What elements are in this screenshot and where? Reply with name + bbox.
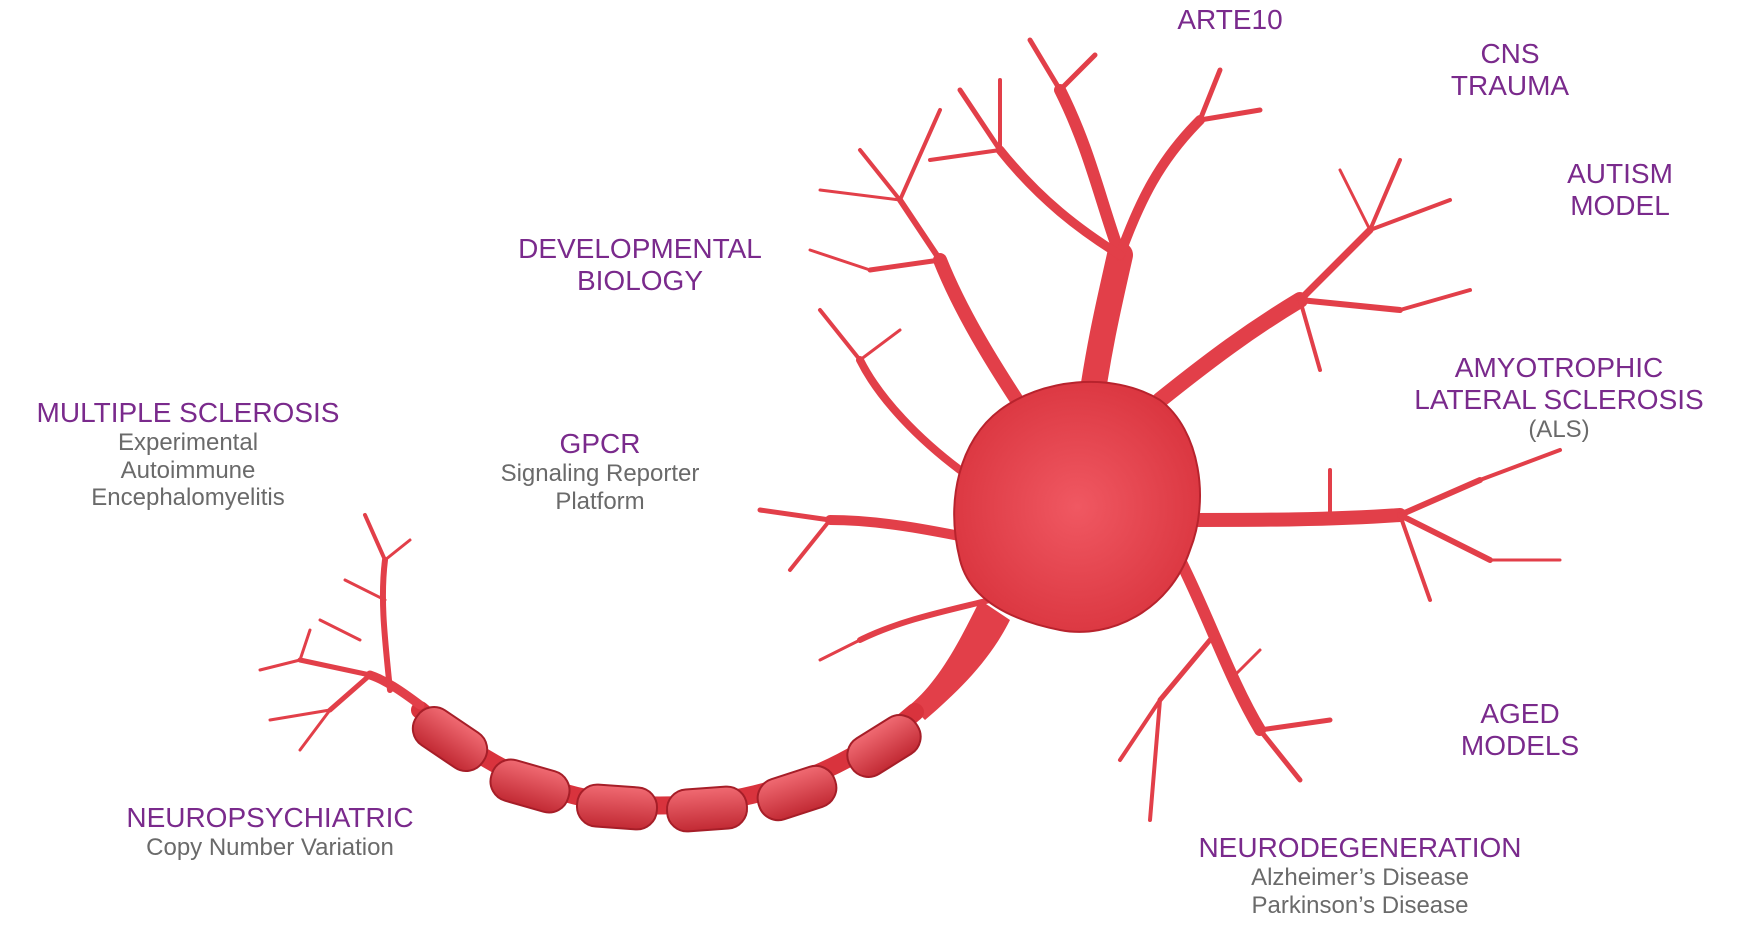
neurodegeneration-sub-line2: Parkinson’s Disease bbox=[1160, 892, 1560, 920]
label-neurodegeneration: NEURODEGENERATION Alzheimer’s Disease Pa… bbox=[1160, 832, 1560, 919]
autism-model-title-line2: MODEL bbox=[1520, 190, 1720, 222]
label-gpcr: GPCR Signaling Reporter Platform bbox=[450, 428, 750, 515]
label-multiple-sclerosis: MULTIPLE SCLEROSIS Experimental Autoimmu… bbox=[4, 397, 372, 512]
developmental-biology-title-line2: BIOLOGY bbox=[470, 265, 810, 297]
als-subtitle: (ALS) bbox=[1380, 416, 1738, 444]
multiple-sclerosis-sub-line2: Autoimmune bbox=[4, 457, 372, 485]
aged-models-title-line1: AGED bbox=[1420, 698, 1620, 730]
aged-models-title-line2: MODELS bbox=[1420, 730, 1620, 762]
developmental-biology-title-line1: DEVELOPMENTAL bbox=[470, 233, 810, 265]
als-title-line2: LATERAL SCLEROSIS bbox=[1380, 384, 1738, 416]
neuropsychiatric-title: NEUROPSYCHIATRIC bbox=[90, 802, 450, 834]
als-title-line1: AMYOTROPHIC bbox=[1380, 352, 1738, 384]
neuropsychiatric-subtitle: Copy Number Variation bbox=[90, 834, 450, 862]
label-aged-models: AGED MODELS bbox=[1420, 698, 1620, 762]
label-autism-model: AUTISM MODEL bbox=[1520, 158, 1720, 222]
label-cns-trauma: CNS TRAUMA bbox=[1400, 38, 1620, 102]
multiple-sclerosis-title: MULTIPLE SCLEROSIS bbox=[4, 397, 372, 429]
cns-trauma-title-line2: TRAUMA bbox=[1400, 70, 1620, 102]
cns-trauma-title-line1: CNS bbox=[1400, 38, 1620, 70]
multiple-sclerosis-sub-line3: Encephalomyelitis bbox=[4, 484, 372, 512]
autism-model-title-line1: AUTISM bbox=[1520, 158, 1720, 190]
label-developmental-biology: DEVELOPMENTAL BIOLOGY bbox=[470, 233, 810, 297]
arte10-title: ARTE10 bbox=[1150, 4, 1310, 36]
label-als: AMYOTROPHIC LATERAL SCLEROSIS (ALS) bbox=[1380, 352, 1738, 444]
neurodegeneration-title: NEURODEGENERATION bbox=[1160, 832, 1560, 864]
gpcr-sub-line1: Signaling Reporter bbox=[450, 460, 750, 488]
neurodegeneration-sub-line1: Alzheimer’s Disease bbox=[1160, 864, 1560, 892]
gpcr-title: GPCR bbox=[450, 428, 750, 460]
gpcr-sub-line2: Platform bbox=[450, 488, 750, 516]
soma bbox=[954, 382, 1200, 632]
multiple-sclerosis-sub-line1: Experimental bbox=[4, 429, 372, 457]
label-arte10: ARTE10 bbox=[1150, 4, 1310, 36]
axon-terminals bbox=[260, 515, 420, 750]
label-neuropsychiatric: NEUROPSYCHIATRIC Copy Number Variation bbox=[90, 802, 450, 862]
